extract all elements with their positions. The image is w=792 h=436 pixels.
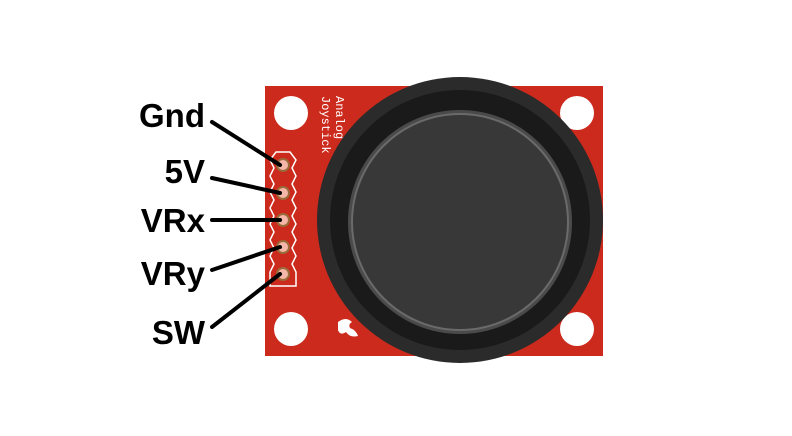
mounting-hole bbox=[560, 96, 594, 130]
pin-label-gnd: Gnd bbox=[139, 97, 205, 134]
svg-text:Analog: Analog bbox=[332, 96, 346, 139]
mounting-hole bbox=[274, 312, 308, 346]
pin-leader-lines bbox=[210, 120, 282, 329]
pin-label-vrx: VRx bbox=[140, 202, 205, 239]
pin-label-vry: VRy bbox=[140, 255, 205, 292]
svg-text:Joystick: Joystick bbox=[318, 96, 332, 154]
joystick bbox=[317, 77, 603, 363]
mounting-hole bbox=[274, 96, 308, 130]
logo-icon bbox=[338, 319, 358, 337]
mounting-hole bbox=[560, 312, 594, 346]
board-title: Analog Joystick bbox=[318, 96, 346, 154]
pin-label-5v: 5V bbox=[164, 153, 205, 190]
pin-label-sw: SW bbox=[151, 314, 205, 351]
header-outline bbox=[269, 151, 297, 287]
